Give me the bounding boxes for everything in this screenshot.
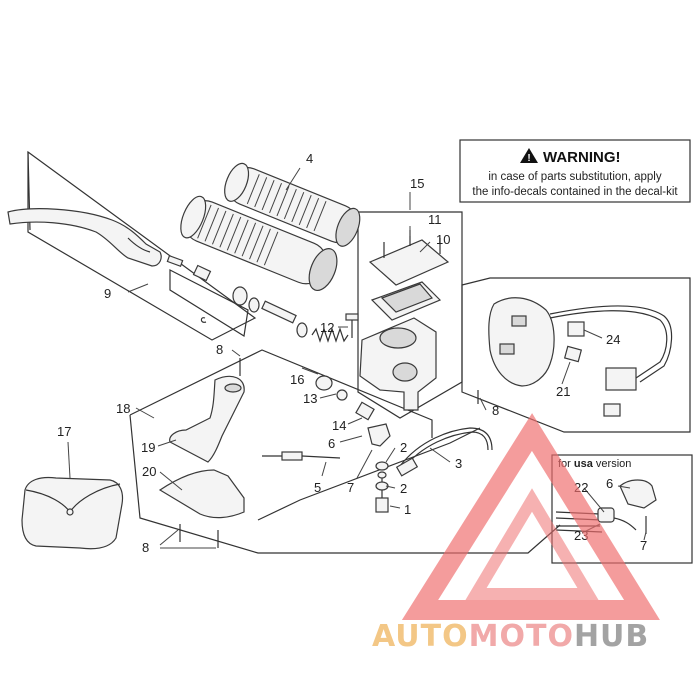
warning-line2: the info-decals contained in the decal-k… xyxy=(472,186,678,198)
callout-8c: 8 xyxy=(142,540,149,555)
callout-3: 3 xyxy=(455,456,462,471)
callout-16: 16 xyxy=(290,372,304,387)
callout-12: 12 xyxy=(320,320,334,335)
callout-4: 4 xyxy=(306,151,313,166)
callout-numbers: 4 15 11 10 9 12 24 8 16 21 13 18 8 14 17… xyxy=(57,151,647,555)
switch-housing xyxy=(488,297,673,417)
callout-6b: 6 xyxy=(606,476,613,491)
leader-lines xyxy=(67,167,647,549)
callout-11: 11 xyxy=(428,212,442,227)
automotohub-watermark: AUTOMOTOHUB xyxy=(372,413,660,654)
callout-21: 21 xyxy=(556,384,570,399)
handlebar-grips xyxy=(180,162,361,292)
callout-19: 19 xyxy=(141,440,155,455)
master-cylinder xyxy=(345,230,450,411)
callout-2b: 2 xyxy=(400,481,407,496)
warning-line1: in case of parts substitution, apply xyxy=(488,171,661,183)
callout-14: 14 xyxy=(332,418,346,433)
callout-7a: 7 xyxy=(347,480,354,495)
callout-10: 10 xyxy=(436,232,450,247)
warning-box: ! WARNING! in case of parts substitution… xyxy=(459,139,691,203)
callout-20: 20 xyxy=(142,464,156,479)
pivot-parts xyxy=(192,264,349,401)
callout-17: 17 xyxy=(57,424,71,439)
callout-7b: 7 xyxy=(640,538,647,553)
callout-6a: 6 xyxy=(328,436,335,451)
cover-bag xyxy=(21,476,124,550)
handguard xyxy=(158,358,479,548)
callout-24: 24 xyxy=(606,332,620,347)
callout-15: 15 xyxy=(410,176,424,191)
cables xyxy=(262,427,493,513)
callout-13: 13 xyxy=(303,391,317,406)
callout-8b: 8 xyxy=(492,403,499,418)
watermark-text: AUTOMOTOHUB xyxy=(372,619,649,654)
svg-text:!: ! xyxy=(527,153,530,164)
usa-version-label: for usa version xyxy=(558,458,631,470)
group-frames xyxy=(27,150,693,564)
brake-lever xyxy=(7,208,207,323)
brake-switch xyxy=(355,401,391,447)
watermark-triangle-icon xyxy=(401,413,660,620)
callout-5: 5 xyxy=(314,480,321,495)
warning-triangle-icon xyxy=(520,148,538,163)
warning-title: WARNING! xyxy=(543,149,621,166)
callout-9: 9 xyxy=(104,286,111,301)
callout-1: 1 xyxy=(404,502,411,517)
callout-2a: 2 xyxy=(400,440,407,455)
callout-8a: 8 xyxy=(216,342,223,357)
callout-18: 18 xyxy=(116,401,130,416)
